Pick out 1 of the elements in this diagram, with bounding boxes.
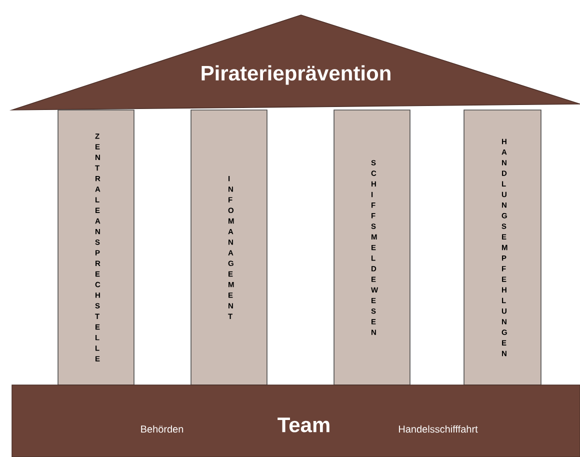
base-block: Behörden Team Handelsschifffahrt [12, 384, 580, 457]
